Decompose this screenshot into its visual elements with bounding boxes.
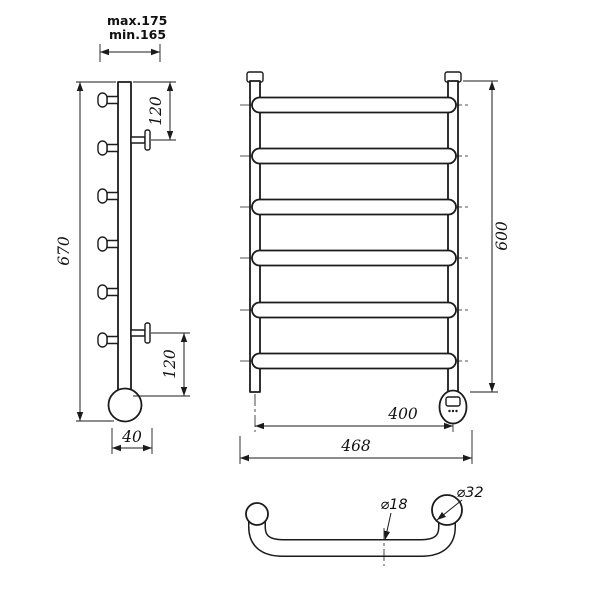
left-post <box>249 80 261 393</box>
dim-bottom-offset: 120 <box>133 332 190 397</box>
bar-end-left <box>245 502 269 526</box>
towel-bar-ends <box>97 92 119 348</box>
element-display <box>445 396 461 407</box>
front-view: 600 400 468 <box>239 71 511 464</box>
side-view: max.175 min.165 120 670 120 <box>55 13 190 454</box>
dim-label-tube-diameter: ⌀18 <box>380 497 407 513</box>
detail-view: ⌀18 ⌀32 <box>245 485 484 566</box>
towel-bar <box>251 96 457 114</box>
right-post <box>447 80 459 393</box>
heating-element-front <box>438 389 468 425</box>
dim-label-depth: 40 <box>121 428 142 446</box>
dim-height-670: 670 <box>55 81 116 422</box>
towel-bar <box>251 301 457 319</box>
dim-overall-width-468: 468 <box>239 430 473 464</box>
heating-element-side <box>107 387 143 423</box>
dim-label-height-front: 600 <box>493 221 511 251</box>
dim-label-height-side: 670 <box>55 236 73 266</box>
towel-bars <box>251 96 457 370</box>
towel-bar <box>251 147 457 165</box>
dim-wall-distance: max.175 min.165 <box>99 13 167 62</box>
dim-rail-width-400: 400 <box>254 394 454 432</box>
dim-label-overall-width: 468 <box>340 437 371 455</box>
dim-height-600: 600 <box>463 80 511 393</box>
dim-label-rail-width: 400 <box>387 405 418 423</box>
towel-bar <box>251 249 457 267</box>
dim-label-min: min.165 <box>109 27 166 42</box>
wall-brackets <box>130 129 151 344</box>
dim-label-bottom-offset: 120 <box>161 349 179 379</box>
dim-label-end-diameter: ⌀32 <box>456 485 483 501</box>
dim-tube-diameter: ⌀18 <box>380 497 408 566</box>
dim-end-diameter: ⌀32 <box>436 485 484 521</box>
dim-label-top-offset: 120 <box>147 96 165 126</box>
side-column <box>117 81 132 397</box>
dim-top-offset: 120 <box>133 81 176 141</box>
dim-depth-40: 40 <box>111 428 153 454</box>
dim-label-max: max.175 <box>107 13 167 28</box>
bar-centerlines <box>240 104 468 362</box>
towel-bar <box>251 198 457 216</box>
towel-bar <box>251 352 457 370</box>
